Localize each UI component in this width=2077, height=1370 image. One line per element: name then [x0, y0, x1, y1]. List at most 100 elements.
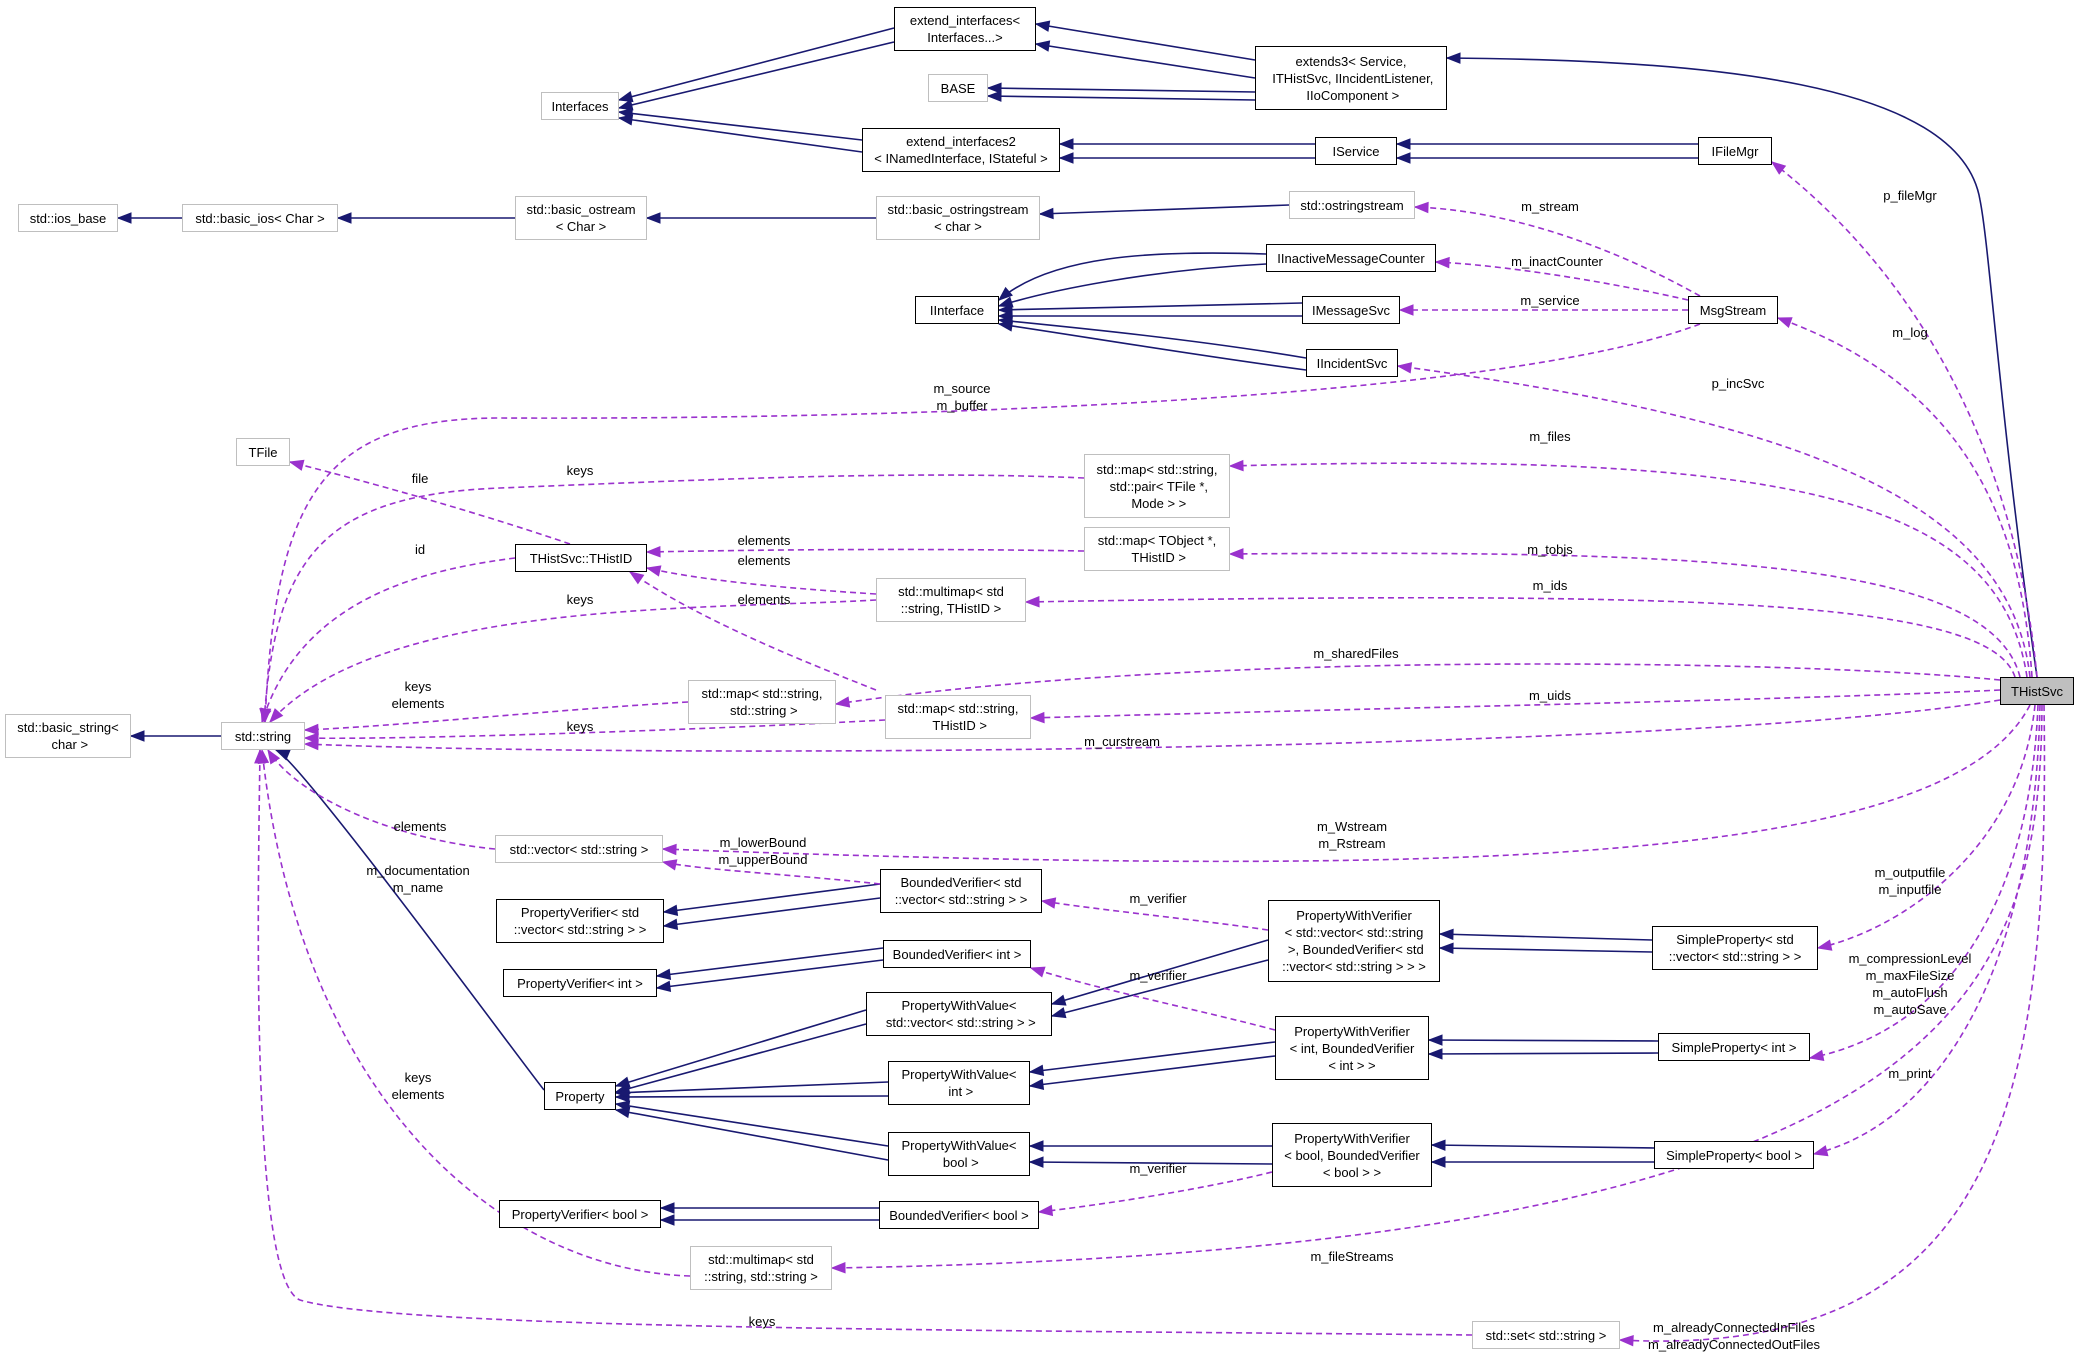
node-iinterface[interactable]: IInterface: [915, 296, 999, 324]
arrow-head: [129, 730, 145, 742]
node-boundedverifier-vector[interactable]: BoundedVerifier< std ::vector< std::stri…: [880, 869, 1042, 913]
arrow-head: [645, 565, 662, 577]
edge-label-keys-multimap: keys: [566, 592, 594, 607]
node-propertywithvalue-bool[interactable]: PropertyWithValue< bool >: [888, 1132, 1030, 1176]
node-extend-interfaces[interactable]: extend_interfaces< Interfaces...>: [894, 7, 1036, 51]
usage-edge: [1229, 552, 2021, 678]
inheritance-edge: [656, 959, 884, 989]
edge-label-keys-elements-map-string: keys elements: [391, 679, 445, 711]
node-iinactivemessagecounter[interactable]: IInactiveMessageCounter: [1266, 244, 1436, 272]
arrow-head: [659, 1202, 675, 1214]
edge-label-elements-vector: elements: [393, 819, 447, 834]
inheritance-edge: [1029, 1055, 1276, 1087]
arrow-head: [655, 968, 672, 981]
node-propertyverifier-bool[interactable]: PropertyVerifier< bool >: [499, 1200, 661, 1228]
arrow-head: [1029, 966, 1046, 978]
inheritance-edge: [1029, 1041, 1276, 1073]
arrow-head: [1770, 161, 1787, 175]
arrow-head: [274, 749, 291, 761]
edge-label-p-filemgr: p_fileMgr: [1883, 188, 1937, 203]
node-simpleproperty-int[interactable]: SimpleProperty< int >: [1658, 1033, 1810, 1061]
arrow-head: [1040, 897, 1057, 909]
node-simpleproperty-bool[interactable]: SimpleProperty< bool >: [1654, 1141, 1814, 1169]
node-thistsvc-thistid[interactable]: THistSvc::THistID: [515, 544, 647, 572]
inheritance-edge: [987, 87, 1256, 93]
usage-edge: [1397, 365, 2031, 678]
inheritance-edge: [998, 302, 1303, 311]
edge-label-m-log: m_log: [1892, 325, 1928, 340]
edge-label-m-tobjs: m_tobjs: [1527, 542, 1573, 557]
arrow-head: [614, 1106, 631, 1119]
usage-edge: [261, 557, 516, 723]
edge-label-keys-map-file: keys: [566, 463, 594, 478]
arrow-head: [1413, 201, 1429, 214]
edge-label-elements-map-thistid: elements: [737, 592, 791, 607]
edge-label-m-filestreams: m_fileStreams: [1310, 1249, 1394, 1264]
node-iincidentsvc[interactable]: IIncidentSvc: [1306, 349, 1398, 377]
arrow-head: [1058, 152, 1074, 164]
arrow-head: [336, 212, 352, 224]
edge-label-m-ids: m_ids: [1532, 578, 1568, 593]
node-iservice[interactable]: IService: [1315, 137, 1397, 165]
node-base: BASE: [928, 74, 988, 102]
usage-edge: [1777, 317, 2033, 678]
node-map-string-string: std::map< std::string, std::string >: [688, 680, 836, 724]
arrow-head: [1028, 1156, 1044, 1168]
usage-edge: [1030, 689, 2001, 719]
node-propertyverifier-int[interactable]: PropertyVerifier< int >: [503, 969, 657, 997]
node-basic-ios: std::basic_ios< Char >: [182, 204, 338, 232]
node-propertywithvalue-int[interactable]: PropertyWithValue< int >: [888, 1061, 1030, 1105]
node-boundedverifier-int[interactable]: BoundedVerifier< int >: [883, 940, 1031, 968]
usage-edge: [261, 749, 691, 1277]
edge-label-file: file: [411, 471, 429, 486]
node-imessagesvc[interactable]: IMessageSvc: [1302, 296, 1400, 324]
usage-edge: [1041, 900, 1269, 931]
arrow-head: [617, 114, 634, 126]
node-propertywithverifier-vector[interactable]: PropertyWithVerifier < std::vector< std:…: [1268, 900, 1440, 982]
node-propertyverifier-vector[interactable]: PropertyVerifier< std ::vector< std::str…: [496, 899, 664, 943]
usage-edge: [1038, 1171, 1273, 1213]
arrow-head: [1430, 1156, 1446, 1168]
node-extends3[interactable]: extends3< Service, ITHistSvc, IIncidentL…: [1255, 46, 1447, 110]
node-boundedverifier-bool[interactable]: BoundedVerifier< bool >: [879, 1201, 1039, 1229]
node-interfaces: Interfaces: [541, 92, 619, 120]
node-propertywithverifier-int[interactable]: PropertyWithVerifier < int, BoundedVerif…: [1275, 1016, 1429, 1080]
usage-edge: [835, 663, 2001, 705]
arrow-head: [614, 1086, 630, 1099]
arrow-head: [997, 286, 1013, 301]
arrow-head: [659, 1214, 675, 1226]
usage-edge: [1435, 261, 1689, 301]
usage-edge: [1229, 462, 2028, 678]
inheritance-edge: [615, 1109, 889, 1161]
inheritance-edge: [615, 1009, 867, 1087]
arrow-head: [1228, 459, 1244, 472]
edge-label-m-uids: m_uids: [1529, 688, 1571, 703]
usage-edge: [1025, 596, 2016, 678]
arrow-head: [1618, 1334, 1634, 1347]
arrow-head: [303, 723, 319, 736]
node-msgstream[interactable]: MsgStream: [1688, 296, 1778, 324]
arrow-head: [1434, 256, 1450, 269]
node-extend-interfaces2[interactable]: extend_interfaces2 < INamedInterface, IS…: [862, 128, 1060, 172]
inheritance-edge: [1035, 23, 1256, 61]
usage-edge: [1619, 704, 2046, 1342]
node-simpleproperty-vector[interactable]: SimpleProperty< std ::vector< std::strin…: [1652, 926, 1818, 970]
edge-label-m-files: m_files: [1529, 429, 1571, 444]
inheritance-edge: [1035, 43, 1256, 79]
inheritance-edge: [1029, 1161, 1273, 1165]
node-propertywithvalue-vector[interactable]: PropertyWithValue< std::vector< std::str…: [866, 992, 1052, 1036]
usage-edge: [662, 861, 881, 885]
node-thistsvc[interactable]: THistSvc: [2000, 677, 2074, 705]
edge-label-m-verifier-vector: m_verifier: [1129, 891, 1187, 906]
edge-label-m-verifier-bool: m_verifier: [1129, 1161, 1187, 1176]
node-tfile: TFile: [236, 438, 290, 466]
arrow-head: [1812, 1145, 1829, 1157]
usage-edge: [304, 699, 2001, 752]
arrow-head: [1050, 994, 1067, 1006]
inheritance-edge: [998, 252, 1267, 301]
arrow-head: [303, 738, 319, 751]
node-propertywithverifier-bool[interactable]: PropertyWithVerifier < bool, BoundedVeri…: [1272, 1123, 1432, 1187]
node-ifilemgr[interactable]: IFileMgr: [1698, 137, 1772, 165]
node-property[interactable]: Property: [544, 1082, 616, 1110]
arrow-head: [1816, 939, 1833, 951]
